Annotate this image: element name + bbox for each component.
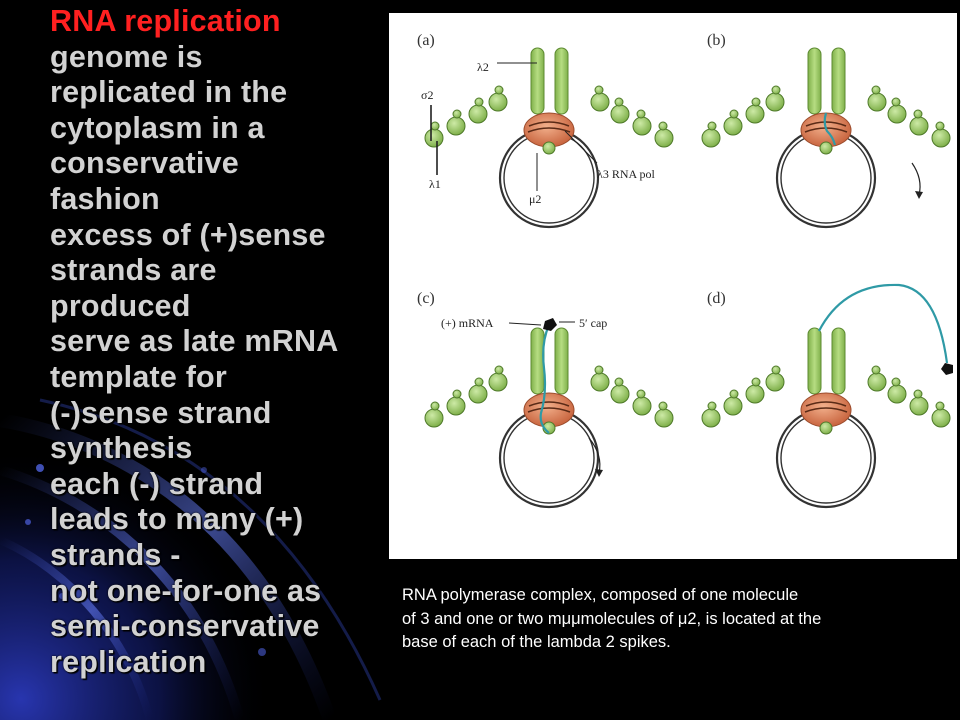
label-5-cap: 5′ cap bbox=[579, 316, 607, 330]
label-rna-pol: λ3 RNA pol bbox=[597, 167, 655, 181]
body-line: leads to many (+) bbox=[50, 502, 304, 537]
label-lambda2: λ2 bbox=[477, 60, 489, 74]
replication-diagram-figure: (a) λ2 σ2 λ1 μ2 λ3 RNA pol (b) (c) bbox=[389, 13, 957, 559]
body-line: excess of (+)sense bbox=[50, 217, 326, 252]
body-line: conservative bbox=[50, 146, 239, 181]
body-line: genome is bbox=[50, 39, 203, 74]
body-line: strands - bbox=[50, 537, 181, 572]
panel-d: (d) bbox=[700, 283, 953, 509]
body-line: semi-conservative bbox=[50, 609, 320, 644]
panel-a-letter: (a) bbox=[417, 32, 435, 49]
panel-b: (b) bbox=[700, 32, 952, 229]
replication-diagram: (a) λ2 σ2 λ1 μ2 λ3 RNA pol (b) (c) bbox=[417, 32, 953, 509]
body-line: serve as late mRNA bbox=[50, 324, 339, 359]
figure-caption: RNA polymerase complex, composed of one … bbox=[402, 584, 947, 655]
body-line: synthesis bbox=[50, 431, 193, 466]
body-line: fashion bbox=[50, 181, 160, 216]
panel-c-letter: (c) bbox=[417, 290, 435, 307]
body-line: each (-) strand bbox=[50, 466, 264, 501]
body-line: replication bbox=[50, 644, 207, 679]
caption-line: RNA polymerase complex, composed of one … bbox=[402, 586, 799, 604]
body-line: (-)sense strand bbox=[50, 395, 272, 430]
body-line: cytoplasm in a bbox=[50, 110, 265, 145]
body-line: not one-for-one as bbox=[50, 573, 322, 608]
panel-a: (a) λ2 σ2 λ1 μ2 λ3 RNA pol bbox=[417, 32, 675, 229]
caption-line: base of each of the lambda 2 spikes. bbox=[402, 633, 671, 651]
slide-title: RNA replication bbox=[50, 4, 281, 38]
body-line: produced bbox=[50, 288, 191, 323]
slide-body-text: RNA replication genome is replicated in … bbox=[50, 4, 390, 680]
body-line: replicated in the bbox=[50, 75, 288, 110]
body-line: strands are bbox=[50, 253, 217, 288]
label-sigma2: σ2 bbox=[421, 88, 433, 102]
caption-line: of 3 and one or two mμμmolecules of μ2, … bbox=[402, 609, 822, 628]
label-mu2: μ2 bbox=[529, 192, 541, 206]
label-lambda1: λ1 bbox=[429, 177, 441, 191]
panel-d-letter: (d) bbox=[707, 290, 726, 307]
body-line: template for bbox=[50, 359, 227, 394]
panel-b-letter: (b) bbox=[707, 32, 726, 49]
label-mrna: (+) mRNA bbox=[441, 316, 494, 330]
panel-c: (c) (+) mRNA 5′ cap bbox=[417, 290, 675, 509]
